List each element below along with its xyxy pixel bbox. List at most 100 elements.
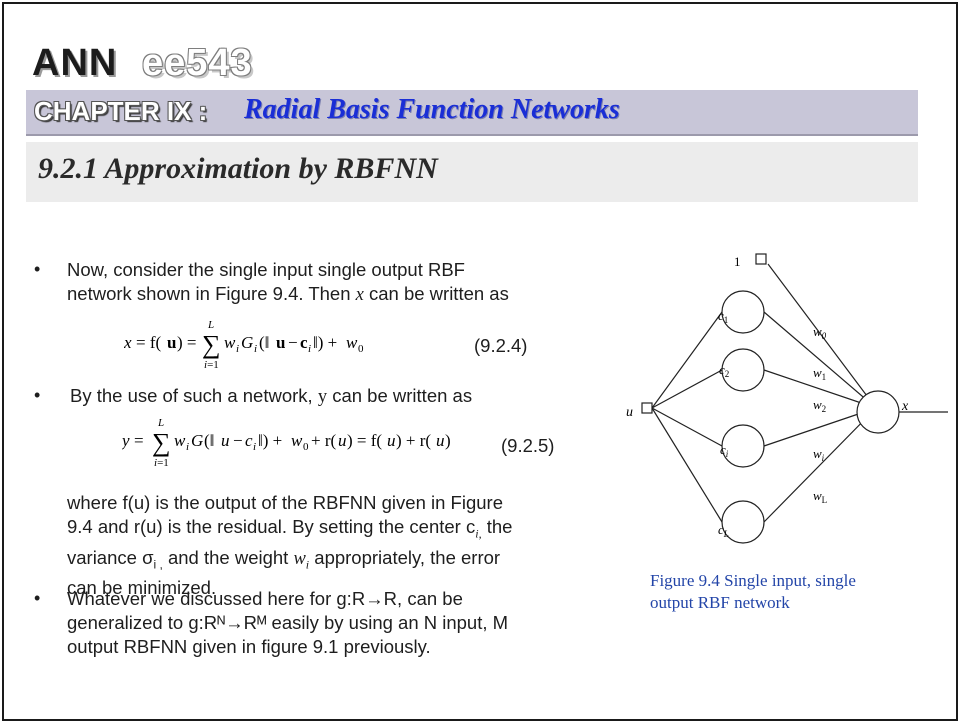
bullet-2-text: By the use of such a network, (70, 385, 313, 406)
output-node (856, 390, 900, 434)
logo-course-text: ee543 (142, 42, 253, 84)
svg-text:∑: ∑ (152, 428, 171, 457)
svg-text:) =: ) = (177, 333, 197, 352)
bullet-3-line-2: generalized to g:Rᴺ→Rᴹ easily by using a… (67, 612, 509, 633)
bullet-2-text-end: can be written as (332, 385, 473, 406)
svg-text:+ r(: + r( (311, 431, 336, 450)
paragraph-line-2: 9.4 and r(u) is the residual. By setting… (67, 516, 513, 541)
equation-9-2-4: x = f( u ) = ∑ L i=1 w i G i (‖ u − c i … (123, 316, 384, 377)
svg-text:=: = (134, 431, 144, 450)
paragraph-line-3: variance σi , and the weight wi appropri… (67, 546, 501, 572)
svg-text:= f(: = f( (136, 333, 161, 352)
bullet-1-text-end: can be written as (368, 283, 509, 304)
figure-caption-line-1: Figure 9.4 Single input, single (650, 571, 856, 590)
svg-text:): ) (445, 431, 451, 450)
svg-text:u: u (436, 431, 445, 450)
chapter-header: CHAPTER IX : Radial Basis Function Netwo… (26, 90, 918, 136)
svg-text:(‖: (‖ (204, 431, 214, 450)
bullet-1-line-1: Now, consider the single input single ou… (67, 259, 465, 280)
svg-text:u: u (221, 431, 230, 450)
svg-text:i=1: i=1 (154, 457, 169, 469)
svg-text:G: G (241, 333, 253, 352)
weight-label-w2: w2 (813, 397, 826, 414)
hidden-node-ci (721, 424, 765, 468)
bullet-1-line-2: network shown in Figure 9.4. Then x can … (67, 282, 509, 307)
svg-text:i: i (308, 343, 311, 355)
bullet-2-line: By the use of such a network, y can be w… (70, 384, 472, 409)
svg-text:∑: ∑ (202, 330, 221, 359)
bias-label: 1 (734, 254, 741, 269)
equation-number-9-2-5: (9.2.5) (501, 435, 555, 456)
rbf-network-diagram: 1 u x c1 c2 ci cL w0 w1 w2 wi wL (626, 253, 948, 544)
bullet-marker: • (34, 259, 41, 279)
paragraph-line-4: can be minimized. (67, 577, 217, 599)
bullet-3-line-1: Whatever we discussed here for g:R→R, ca… (67, 588, 463, 609)
network-connections (651, 263, 948, 523)
svg-text:w: w (291, 431, 303, 450)
svg-text:c: c (300, 333, 308, 352)
center-label-c2: c2 (719, 362, 729, 379)
equation-9-2-5: y = ∑ L i=1 w i G (‖ u − c i ‖) + w 0 + … (120, 414, 462, 477)
bullet-3: Whatever we discussed here for g:R→R, ca… (67, 587, 587, 659)
center-label-ci: ci (720, 442, 729, 459)
logo-ann-text: ANN (32, 42, 118, 84)
svg-text:) = f(: ) = f( (347, 431, 382, 450)
input-label: u (626, 405, 633, 420)
svg-text:u: u (276, 333, 285, 352)
svg-text:u: u (338, 431, 347, 450)
svg-text:i: i (253, 441, 256, 453)
svg-text:u: u (387, 431, 396, 450)
weight-label-wL: wL (813, 488, 827, 505)
weight-label-wi: wi (813, 446, 825, 463)
hidden-node-cL (721, 500, 765, 544)
input-node (641, 402, 653, 414)
svg-text:G: G (191, 431, 203, 450)
svg-text:−: − (288, 333, 298, 352)
svg-text:0: 0 (358, 343, 364, 355)
chapter-title: Radial Basis Function Networks (244, 94, 620, 125)
svg-text:i=1: i=1 (204, 359, 219, 371)
equation-9-2-5-svg: y = ∑ L i=1 w i G (‖ u − c i ‖) + w 0 + … (120, 417, 451, 469)
svg-text:−: − (233, 431, 243, 450)
svg-text:(‖: (‖ (259, 333, 269, 352)
svg-text:‖) +: ‖) + (313, 333, 337, 352)
chapter-label: CHAPTER IX : (34, 96, 208, 126)
svg-text:L: L (157, 417, 164, 429)
bullet-3-line-3: output RBFNN given in figure 9.1 previou… (67, 636, 431, 657)
paragraph-line-1: where f(u) is the output of the RBFNN gi… (67, 492, 503, 513)
equation-9-2-4-svg: x = f( u ) = ∑ L i=1 w i G i (‖ u − c i … (123, 319, 364, 371)
center-label-c1: c1 (718, 308, 728, 325)
figure-caption: Figure 9.4 Single input, single output R… (650, 570, 856, 614)
bullet-marker: • (34, 385, 41, 405)
svg-text:y: y (122, 431, 130, 450)
section-title: 9.2.1 Approximation by RBFNN (38, 152, 438, 185)
svg-text:w: w (174, 431, 186, 450)
weight-label-w1: w1 (813, 365, 826, 382)
center-label-cL: cL (718, 522, 729, 539)
svg-text:x: x (124, 333, 132, 352)
svg-text:w: w (224, 333, 236, 352)
hidden-node-c1 (721, 290, 765, 334)
residual-paragraph: where f(u) is the output of the RBFNN gi… (67, 491, 577, 600)
svg-text:0: 0 (303, 441, 309, 453)
weight-label-w0: w0 (813, 324, 827, 341)
bias-node (755, 253, 767, 265)
hidden-nodes (721, 290, 765, 544)
svg-text:u: u (167, 333, 176, 352)
svg-text:‖) +: ‖) + (258, 431, 282, 450)
bullet-1-text: network shown in Figure 9.4. Then (67, 283, 351, 304)
svg-text:i: i (236, 343, 239, 355)
svg-text:c: c (245, 431, 253, 450)
svg-text:) + r(: ) + r( (396, 431, 431, 450)
section-header: 9.2.1 Approximation by RBFNN (26, 142, 918, 202)
svg-text:w: w (346, 333, 358, 352)
output-label: x (901, 399, 909, 414)
svg-text:i: i (186, 441, 189, 453)
bullet-1-var: x (355, 285, 364, 305)
svg-text:L: L (207, 319, 214, 331)
figure-caption-line-2: output RBF network (650, 593, 790, 612)
equation-number-9-2-4: (9.2.4) (474, 335, 528, 356)
bullet-2-var: y (317, 387, 328, 407)
bullet-marker: • (34, 588, 41, 608)
